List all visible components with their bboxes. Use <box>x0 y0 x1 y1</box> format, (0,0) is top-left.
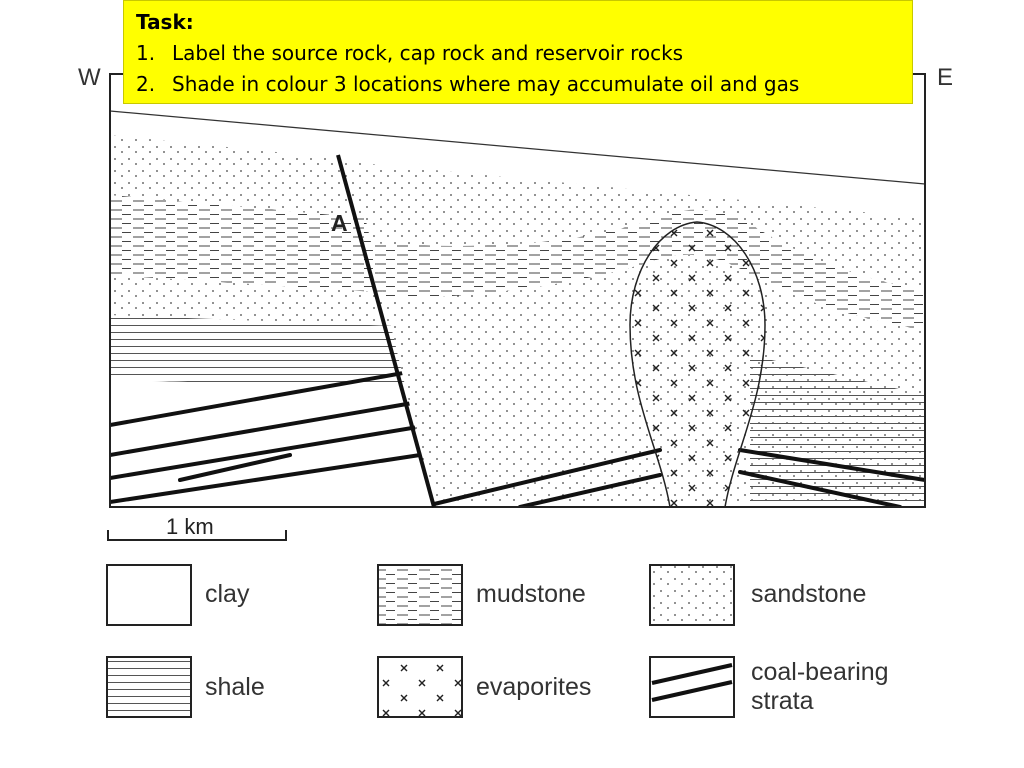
salt-dome <box>629 221 766 507</box>
legend-label-mudstone: mudstone <box>476 580 586 608</box>
west-label: W <box>78 64 101 91</box>
legend-swatch-coal <box>649 656 735 718</box>
task-item-1-text: Label the source rock, cap rock and rese… <box>172 41 684 65</box>
clay-layer <box>110 74 925 218</box>
legend-swatches <box>106 564 735 718</box>
legend-label-coal-line1: coal-bearing <box>751 658 889 686</box>
legend-label-coal-line2: strata <box>751 687 814 715</box>
east-label: E <box>937 64 954 91</box>
legend-swatch-sandstone <box>649 564 735 626</box>
east-coal-bands <box>428 448 925 507</box>
legend-label-clay: clay <box>205 580 250 608</box>
scale-label: 1 km <box>166 514 214 539</box>
legend-swatch-shale <box>106 656 192 718</box>
west-coal-bands <box>110 368 434 504</box>
legend-label-sandstone: sandstone <box>751 580 867 608</box>
cross-section-body <box>110 74 925 507</box>
fault-line <box>336 154 436 508</box>
fault-label: A <box>331 210 348 236</box>
legend-label-evaporites: evaporites <box>476 673 592 701</box>
task-item-2: 2. Shade in colour 3 locations where may … <box>136 69 900 100</box>
legend-swatch-evaporites <box>377 656 463 718</box>
scale-bar <box>107 530 287 541</box>
task-item-1-number: 1. <box>136 41 156 65</box>
legend-swatch-mudstone <box>377 564 463 626</box>
legend-label-shale: shale <box>205 673 265 701</box>
legend-swatch-clay <box>106 564 192 626</box>
task-item-2-text: Shade in colour 3 locations where may ac… <box>172 72 800 96</box>
task-item-1: 1. Label the source rock, cap rock and re… <box>136 38 900 69</box>
task-item-2-number: 2. <box>136 72 156 96</box>
east-block <box>331 160 925 507</box>
task-title: Task: <box>136 10 194 34</box>
legend-label-coal: coal-bearing strata <box>751 658 889 716</box>
task-box: Task: 1. Label the source rock, cap rock … <box>123 0 913 104</box>
